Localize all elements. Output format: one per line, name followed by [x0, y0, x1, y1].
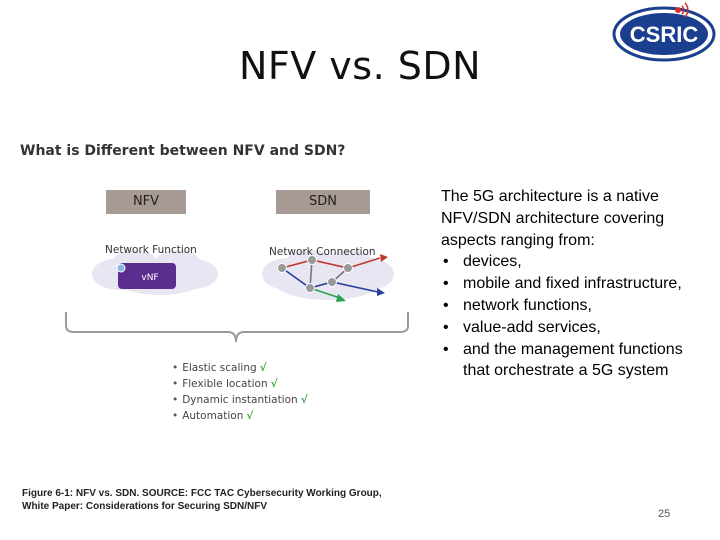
list-item: value-add services,	[441, 317, 711, 339]
benefit-label: Flexible location	[182, 378, 268, 390]
figure-heading: What is Different between NFV and SDN?	[20, 143, 346, 159]
vnf-node	[116, 263, 126, 273]
logo-text: CSRIC	[630, 22, 699, 47]
figure-caption: Figure 6-1: NFV vs. SDN. SOURCE: FCC TAC…	[22, 488, 452, 513]
sdn-node	[307, 255, 317, 265]
vnf-box	[118, 263, 176, 289]
sdn-label-box: SDN	[276, 190, 370, 214]
check-icon: √	[300, 394, 308, 406]
grouping-brace	[65, 312, 409, 343]
check-icon: √	[259, 362, 267, 374]
csric-logo: CSRIC	[612, 2, 716, 62]
caption-line: Figure 6-1: NFV vs. SDN. SOURCE: FCC TAC…	[22, 488, 382, 499]
sdn-node	[327, 277, 337, 287]
benefit-label: Elastic scaling	[182, 362, 257, 374]
list-item: and the management functions that orches…	[441, 339, 711, 383]
body-text: The 5G architecture is a native NFV/SDN …	[441, 186, 711, 382]
slide-title: NFV vs. SDN	[238, 44, 482, 88]
list-item: network functions,	[441, 295, 711, 317]
sdn-node	[305, 283, 315, 293]
list-item: •Automation√	[172, 410, 254, 422]
body-intro: The 5G architecture is a native NFV/SDN …	[441, 188, 665, 249]
figure-graphics: vNF	[65, 250, 409, 343]
sdn-node	[277, 263, 287, 273]
network-connection-label: Network Connection	[269, 246, 376, 258]
list-item: devices,	[441, 251, 711, 273]
check-icon: √	[246, 410, 254, 422]
list-item: mobile and fixed infrastructure,	[441, 273, 711, 295]
caption-line: White Paper: Considerations for Securing…	[22, 500, 268, 512]
red-arrowhead	[380, 254, 388, 262]
network-function-label: Network Function	[105, 244, 197, 256]
benefits-list: •Elastic scaling√ •Flexible location√ •D…	[172, 360, 308, 424]
benefit-label: Dynamic instantiation	[182, 394, 298, 406]
page-number: 25	[658, 508, 671, 520]
sdn-node	[343, 263, 353, 273]
list-item: •Dynamic instantiation√	[172, 394, 308, 406]
blue-arrowhead	[377, 288, 385, 296]
vnf-label: vNF	[141, 273, 158, 283]
nfv-sdn-figure: vNF What is Different between NFV and SD…	[10, 136, 430, 436]
benefit-label: Automation	[182, 410, 244, 422]
list-item: •Flexible location√	[172, 378, 278, 390]
check-icon: √	[270, 378, 278, 390]
body-bullets: devices, mobile and fixed infrastructure…	[441, 251, 711, 382]
nfv-label-box: NFV	[106, 190, 186, 214]
list-item: •Elastic scaling√	[172, 362, 267, 374]
green-arrowhead	[336, 294, 346, 302]
